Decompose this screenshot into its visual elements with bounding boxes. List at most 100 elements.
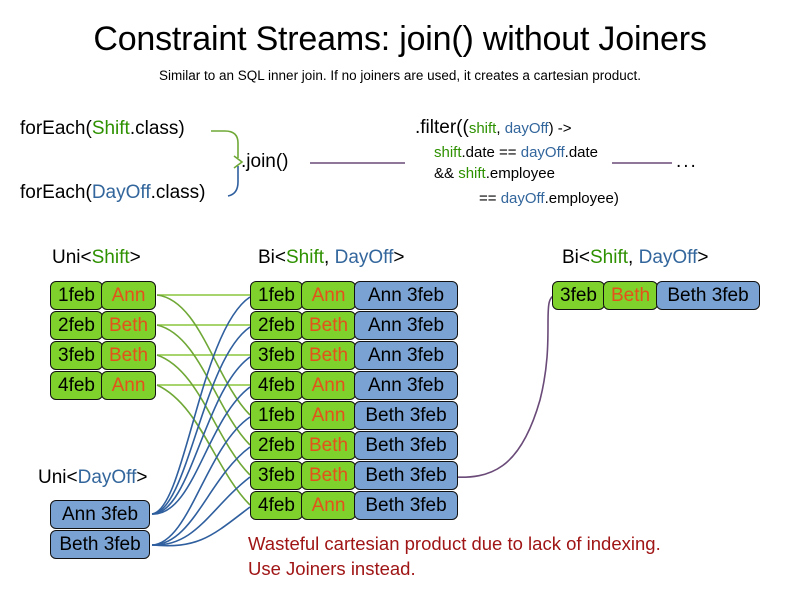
filter-arrow: ) -> <box>548 120 572 137</box>
caption-uni-shift-suffix: > <box>129 247 141 268</box>
bi-dayoff-fact: Beth 3feb <box>354 491 458 520</box>
foreach-shift-prefix: forEach( <box>20 118 92 139</box>
filtered-shift-date: 3feb <box>552 281 605 310</box>
filter-l4-employee: .employee) <box>544 190 619 207</box>
caption-bi-filtered-comma: , <box>628 247 639 268</box>
caption-bi-filtered: Bi<Shift, DayOff> <box>562 247 708 269</box>
caption-uni-dayoff-suffix: > <box>136 467 148 488</box>
page-title: Constraint Streams: join() without Joine… <box>93 20 707 58</box>
table-row[interactable]: 3feb Beth Beth 3feb <box>250 461 458 490</box>
filter-line-1: .filter((shift, dayOff) -> <box>415 117 572 139</box>
bi-dayoff-fact: Ann 3feb <box>354 281 458 310</box>
filter-l2-date-eq: .date == <box>461 144 521 161</box>
filter-l2-shift: shift <box>434 144 462 161</box>
table-row[interactable]: 4feb Ann <box>50 371 156 400</box>
bi-shift-date: 3feb <box>250 461 303 490</box>
table-row[interactable]: 2feb Beth <box>50 311 156 340</box>
table-row[interactable]: 3feb Beth <box>50 341 156 370</box>
warning-line-2: Use Joiners instead. <box>248 558 416 579</box>
caption-bi-cartesian: Bi<Shift, DayOff> <box>258 247 404 269</box>
bi-shift-date: 4feb <box>250 491 303 520</box>
bi-dayoff-fact: Ann 3feb <box>354 341 458 370</box>
foreach-shift-type: Shift <box>91 118 130 139</box>
bi-dayoff-fact: Beth 3feb <box>354 431 458 460</box>
caption-uni-shift-type: Shift <box>91 247 130 268</box>
table-row[interactable]: 3feb Beth Beth 3feb <box>552 281 760 310</box>
list-item[interactable]: Ann 3feb <box>50 500 150 529</box>
table-row[interactable]: 1feb Ann <box>50 281 156 310</box>
filter-line-3: && shift.employee <box>434 165 555 182</box>
bi-dayoff-fact: Ann 3feb <box>354 371 458 400</box>
shift-employee: Ann <box>101 281 156 310</box>
table-row[interactable]: 2feb Beth Beth 3feb <box>250 431 458 460</box>
bi-shift-date: 2feb <box>250 431 303 460</box>
caption-bi-cartesian-type2: DayOff <box>334 247 394 268</box>
bi-shift-date: 3feb <box>250 341 303 370</box>
shift-employee: Ann <box>101 371 156 400</box>
table-row[interactable]: 1feb Ann Beth 3feb <box>250 401 458 430</box>
caption-bi-filtered-type1: Shift <box>590 247 629 268</box>
caption-bi-filtered-suffix: > <box>697 247 709 268</box>
caption-uni-shift: Uni<Shift> <box>52 247 141 269</box>
filter-l2-date: .date <box>564 144 599 161</box>
dayoff-fact: Beth 3feb <box>50 530 150 559</box>
join-call-label: .join() <box>241 151 289 172</box>
filter-param-dayoff: dayOff <box>504 120 549 137</box>
caption-bi-cartesian-comma: , <box>324 247 335 268</box>
filter-l3-and: && <box>434 165 459 182</box>
caption-bi-cartesian-suffix: > <box>393 247 405 268</box>
caption-bi-cartesian-type1: Shift <box>286 247 325 268</box>
bi-shift-employee: Ann <box>301 491 356 520</box>
shift-date: 2feb <box>50 311 103 340</box>
filter-line-2: shift.date == dayOff.date <box>434 144 598 161</box>
caption-uni-dayoff: Uni<DayOff> <box>38 467 148 489</box>
bi-shift-employee: Beth <box>301 431 356 460</box>
bi-shift-employee: Beth <box>301 341 356 370</box>
page-subtitle: Similar to an SQL inner join. If no join… <box>159 68 641 83</box>
filtered-shift-employee: Beth <box>603 281 658 310</box>
table-row[interactable]: 2feb Beth Ann 3feb <box>250 311 458 340</box>
filter-line-4: == dayOff.employee) <box>479 190 619 207</box>
list-item[interactable]: Beth 3feb <box>50 530 150 559</box>
bi-dayoff-fact: Ann 3feb <box>354 311 458 340</box>
filter-open: .filter(( <box>415 117 469 138</box>
caption-uni-shift-prefix: Uni< <box>52 247 92 268</box>
foreach-dayoff-type: DayOff <box>91 182 151 203</box>
shift-employee: Beth <box>101 311 156 340</box>
caption-bi-filtered-type2: DayOff <box>638 247 698 268</box>
table-row[interactable]: 1feb Ann Ann 3feb <box>250 281 458 310</box>
caption-bi-cartesian-prefix: Bi< <box>258 247 286 268</box>
shift-date: 4feb <box>50 371 103 400</box>
dayoff-fact: Ann 3feb <box>50 500 150 529</box>
filtered-dayoff-fact: Beth 3feb <box>656 281 760 310</box>
warning-line-1: Wasteful cartesian product due to lack o… <box>248 533 661 554</box>
foreach-dayoff-prefix: forEach( <box>20 182 92 203</box>
bi-shift-employee: Beth <box>301 461 356 490</box>
foreach-shift-statement: forEach(Shift.class) <box>20 118 185 140</box>
bi-shift-employee: Ann <box>301 281 356 310</box>
shift-employee: Beth <box>101 341 156 370</box>
bi-shift-date: 2feb <box>250 311 303 340</box>
bi-shift-employee: Ann <box>301 371 356 400</box>
caption-bi-filtered-prefix: Bi< <box>562 247 590 268</box>
shift-date: 1feb <box>50 281 103 310</box>
ellipsis-label: ... <box>676 151 698 172</box>
table-row[interactable]: 4feb Ann Beth 3feb <box>250 491 458 520</box>
foreach-shift-suffix: .class) <box>129 118 185 139</box>
table-row[interactable]: 3feb Beth Ann 3feb <box>250 341 458 370</box>
filter-param-shift: shift <box>468 120 497 137</box>
table-row[interactable]: 4feb Ann Ann 3feb <box>250 371 458 400</box>
foreach-dayoff-statement: forEach(DayOff.class) <box>20 182 206 204</box>
filter-l3-shift: shift <box>458 165 486 182</box>
bi-dayoff-fact: Beth 3feb <box>354 401 458 430</box>
bi-shift-date: 1feb <box>250 281 303 310</box>
filter-l3-employee: .employee <box>485 165 555 182</box>
shift-date: 3feb <box>50 341 103 370</box>
caption-uni-dayoff-type: DayOff <box>77 467 137 488</box>
bi-shift-employee: Beth <box>301 311 356 340</box>
bi-shift-employee: Ann <box>301 401 356 430</box>
bi-dayoff-fact: Beth 3feb <box>354 461 458 490</box>
bi-shift-date: 1feb <box>250 401 303 430</box>
bi-shift-date: 4feb <box>250 371 303 400</box>
